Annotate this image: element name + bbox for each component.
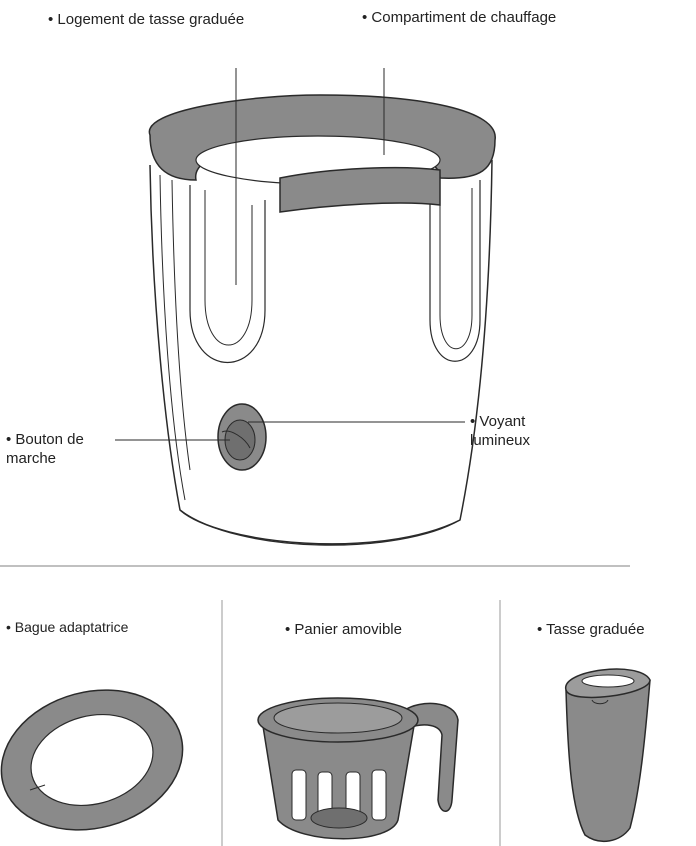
- label-measuring-cup: • Tasse graduée: [537, 621, 645, 638]
- label-indicator-light-line1: • Voyant: [470, 413, 526, 430]
- label-adapter-ring: • Bague adaptatrice: [6, 619, 129, 635]
- adapter-ring: [0, 689, 184, 831]
- label-cup-slot: • Logement de tasse graduée: [48, 11, 245, 28]
- label-indicator-light-line2: lumineux: [470, 432, 531, 449]
- label-power-button-line2: marche: [6, 450, 57, 467]
- label-heating-compartment: • Compartiment de chauffage: [362, 9, 557, 26]
- measuring-cup: [565, 668, 651, 843]
- label-power-button-line1: • Bouton de: [6, 431, 84, 448]
- removable-basket: [257, 697, 459, 840]
- label-removable-basket: • Panier amovible: [285, 621, 402, 638]
- bottle-warmer-body: [115, 68, 496, 546]
